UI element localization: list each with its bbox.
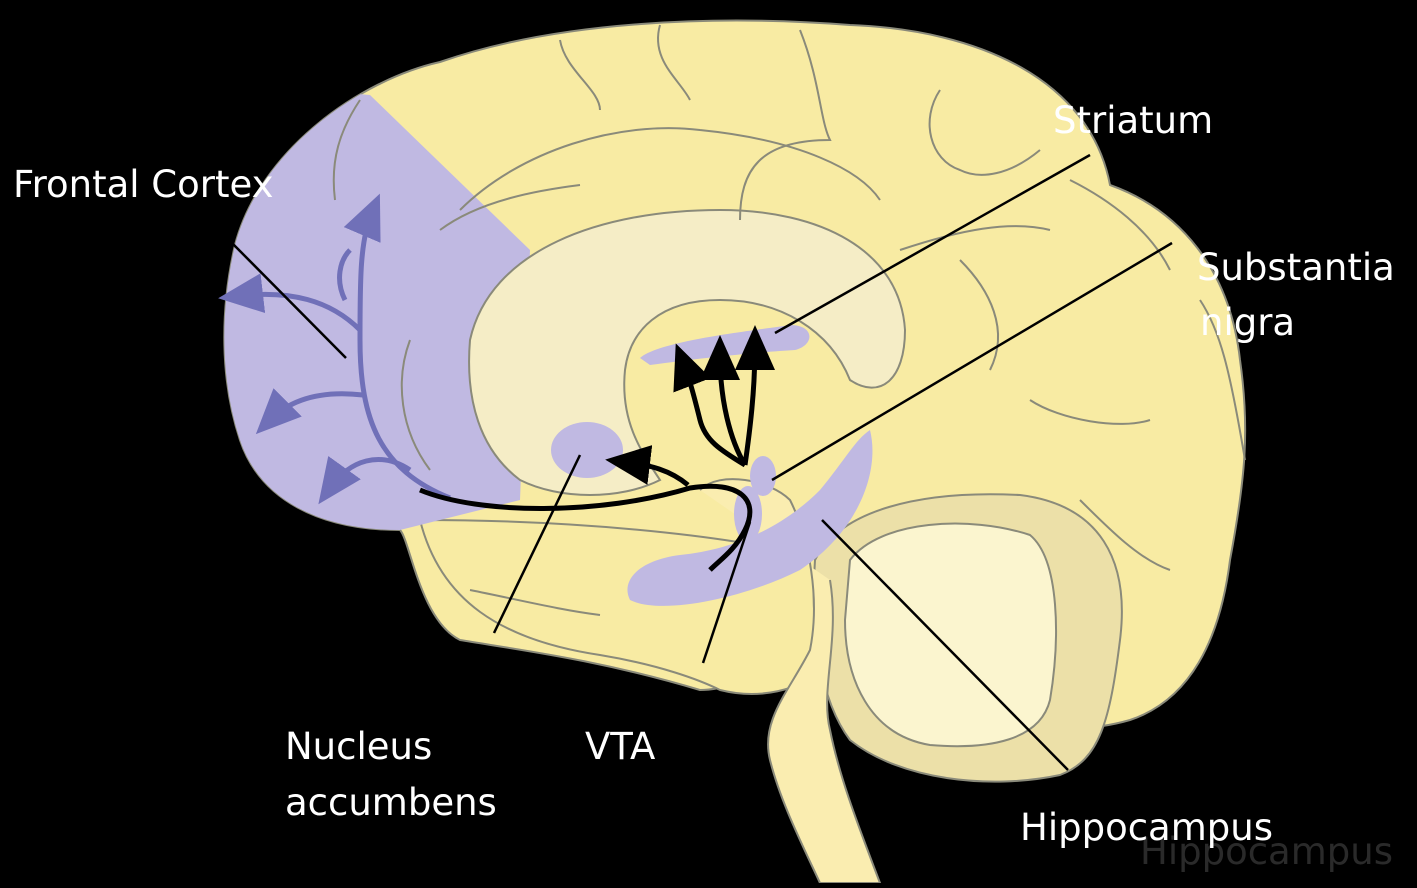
nucleus-accumbens-region [551,422,623,478]
cerebellum-inner [845,524,1056,747]
substantia-nigra-label-line1: Substantia [1197,245,1395,291]
nucleus-accumbens-label-line2: accumbens [285,780,497,826]
nucleus-accumbens-label-line1: Nucleus [285,724,432,770]
hippocampus-label: Hippocampus [1020,805,1273,851]
substantia-nigra-label-line2: nigra [1200,300,1295,346]
frontal-cortex-label: Frontal Cortex [13,162,274,208]
striatum-label: Striatum [1053,98,1213,144]
vta-label: VTA [585,724,655,770]
